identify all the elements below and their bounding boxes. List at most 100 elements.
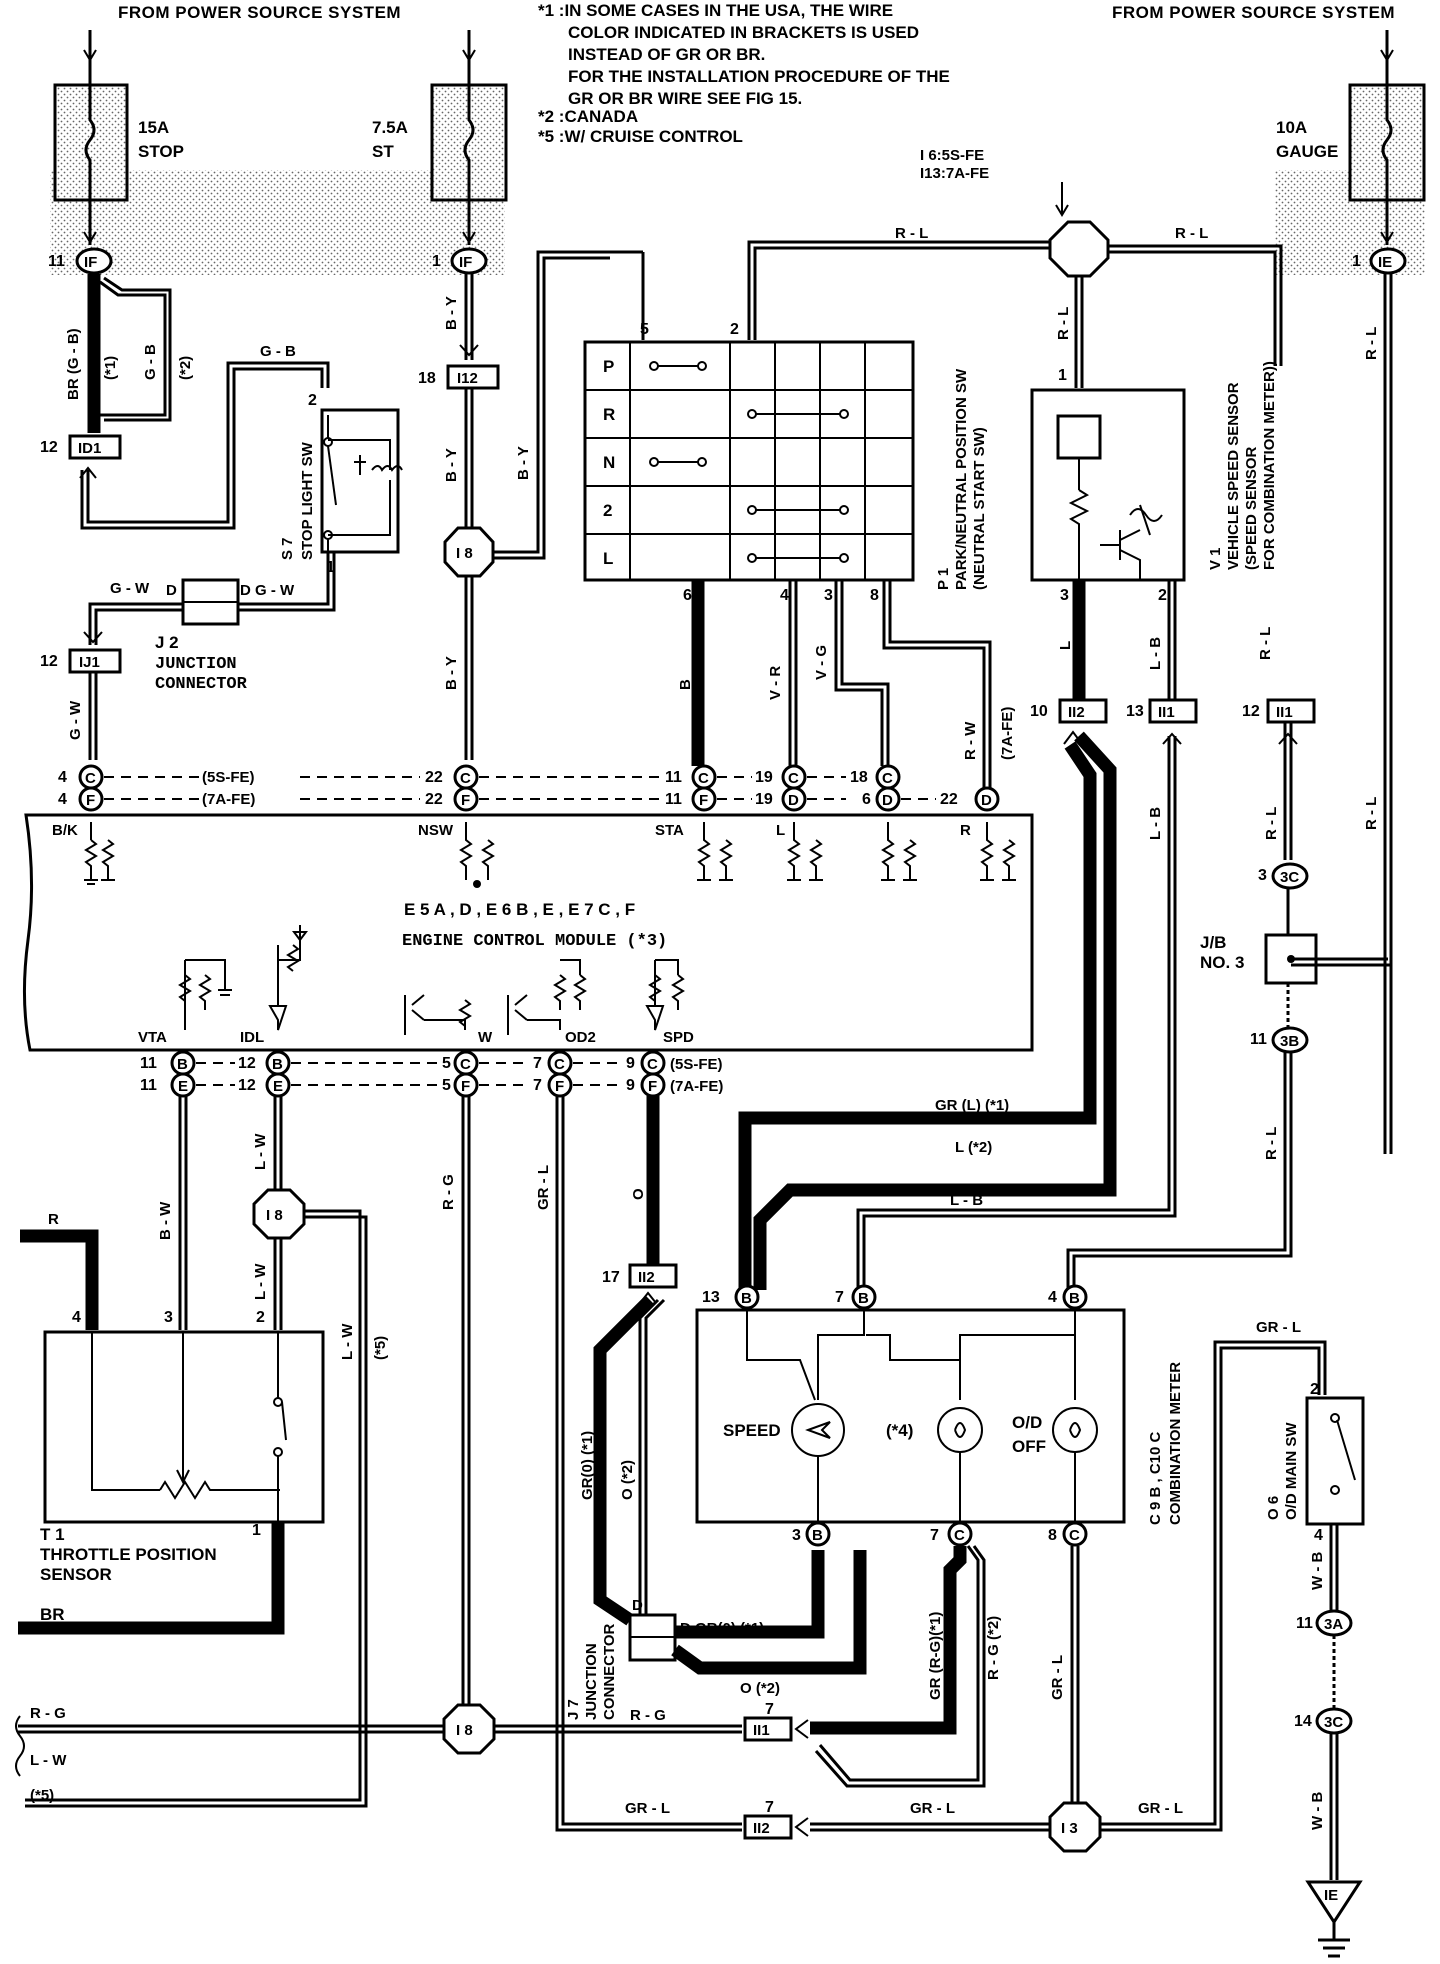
svg-text:D: D: [788, 792, 799, 809]
svg-text:(5S-FE): (5S-FE): [202, 769, 255, 786]
wire-label: L: [1057, 641, 1074, 650]
wire-label: L - W: [30, 1752, 67, 1769]
svg-text:6: 6: [862, 791, 871, 808]
wire-label: W - B: [1309, 1792, 1326, 1830]
svg-text:7: 7: [835, 1289, 844, 1306]
svg-text:C: C: [1069, 1527, 1080, 1544]
svg-text:3C: 3C: [1280, 869, 1299, 886]
wire-gb-double: [103, 276, 172, 422]
row-label: 2: [603, 501, 612, 520]
wire-label: L - W: [252, 1263, 269, 1300]
combination-meter: 13 B 7 B 4 B SPEED (*4) O/D OFF C 9 B , …: [695, 1284, 1184, 1547]
splice-i8-top: I 8: [443, 526, 495, 578]
svg-text:OD2: OD2: [565, 1029, 596, 1046]
wire-label: O (*2): [740, 1680, 780, 1697]
svg-text:B: B: [177, 1056, 188, 1073]
svg-text:D: D: [981, 792, 992, 809]
ecm-title: ENGINE CONTROL MODULE (*3): [402, 932, 667, 951]
row-label: R: [603, 405, 615, 424]
svg-text:1: 1: [432, 253, 441, 270]
svg-text:STA: STA: [655, 822, 684, 839]
svg-text:(7A-FE): (7A-FE): [670, 1078, 723, 1095]
wire-dgw-2: [238, 552, 330, 606]
svg-text:O/D MAIN SW: O/D MAIN SW: [1283, 1422, 1300, 1520]
svg-text:C: C: [698, 770, 709, 787]
svg-text:L: L: [776, 822, 785, 839]
svg-text:7: 7: [533, 1055, 542, 1072]
svg-text:B: B: [858, 1290, 869, 1307]
svg-text:22: 22: [425, 791, 443, 808]
wire-label: (*2): [177, 356, 194, 380]
svg-text:22: 22: [425, 769, 443, 786]
svg-text:THROTTLE POSITION: THROTTLE POSITION: [40, 1545, 217, 1564]
svg-text:OFF: OFF: [1012, 1437, 1046, 1456]
jb-no3: J/B NO. 3: [1200, 275, 1393, 985]
wire-label: R - L: [1363, 327, 1380, 360]
wire-gb-return: [86, 361, 330, 524]
svg-text:IF: IF: [84, 254, 97, 271]
junction-octagon: [1048, 220, 1110, 278]
svg-text:D: D: [632, 1597, 643, 1614]
svg-text:4: 4: [58, 769, 67, 786]
wire-rl-top: [747, 240, 1060, 340]
svg-text:VEHICLE SPEED SENSOR: VEHICLE SPEED SENSOR: [1225, 382, 1242, 570]
svg-text:12: 12: [238, 1077, 256, 1094]
note-line: COLOR INDICATED IN BRACKETS IS USED: [568, 23, 919, 42]
wire-label: GR(0) (*1): [579, 1431, 596, 1500]
fuse-gauge: 10A GAUGE: [1276, 30, 1426, 245]
note-line: GR OR BR WIRE SEE FIG 15.: [568, 89, 802, 108]
svg-text:3: 3: [164, 1309, 173, 1326]
ecm-c-row: 4 C (5S-FE) 22 C 11 C 19 C 18 C: [58, 764, 901, 790]
svg-text:II2: II2: [638, 1269, 655, 1286]
svg-text:V 1: V 1: [1207, 547, 1224, 570]
svg-text:I 8: I 8: [456, 1722, 473, 1739]
svg-text:I 8: I 8: [266, 1207, 283, 1224]
wire-label: L - W: [339, 1323, 356, 1360]
svg-text:4: 4: [780, 587, 789, 604]
connector-ij1: 12 IJ1: [40, 648, 122, 674]
ecm-bf-row: 11 E 12 E 5 F 7 F 9 F (7A-FE): [140, 1072, 723, 1098]
wire-rg: [494, 1724, 742, 1734]
svg-text:11: 11: [140, 1055, 157, 1072]
connector-ie-gauge: 1 IE: [1352, 247, 1407, 275]
svg-text:C: C: [882, 770, 893, 787]
svg-text:O 6: O 6: [1265, 1496, 1282, 1520]
svg-text:13: 13: [1126, 703, 1144, 720]
connector-ii1-right: 12 II1: [1242, 698, 1316, 724]
svg-text:B: B: [812, 1527, 823, 1544]
fuse-rating: 10A: [1276, 118, 1307, 137]
svg-text:3C: 3C: [1324, 1714, 1343, 1731]
svg-text:NSW: NSW: [418, 822, 454, 839]
svg-text:7: 7: [765, 1799, 774, 1816]
wire-rl-meter: [1066, 1052, 1287, 1290]
svg-text:F: F: [648, 1078, 657, 1095]
wire-gw: [88, 602, 183, 645]
wire-gb: [99, 280, 167, 417]
wire-vg: [834, 580, 884, 766]
wire-label: B - Y: [443, 656, 460, 690]
wire-label: R - L: [895, 225, 928, 242]
wire-label: R - L: [1363, 797, 1380, 830]
wire-label: BR: [40, 1605, 65, 1624]
svg-text:10: 10: [1030, 703, 1048, 720]
fuse-rating: 15A: [138, 118, 169, 137]
wire-label: G - B: [260, 343, 296, 360]
svg-text:B: B: [1069, 1290, 1080, 1307]
svg-text:4: 4: [72, 1309, 81, 1326]
svg-text:SENSOR: SENSOR: [40, 1565, 112, 1584]
svg-text:12: 12: [238, 1055, 256, 1072]
wire-r: [20, 1229, 99, 1330]
svg-text:SPEED: SPEED: [723, 1421, 781, 1440]
wire-label: GR - L: [625, 1800, 670, 1817]
park-neutral-switch: P R N 2 L P 1 PARK/NEUTRAL POSITION SW (…: [583, 340, 988, 590]
svg-text:7: 7: [765, 1701, 774, 1718]
wire-label: GR (L) (*1): [935, 1097, 1009, 1114]
svg-text:4: 4: [58, 791, 67, 808]
wire-gw-2: [94, 608, 183, 645]
svg-text:IE: IE: [1324, 1887, 1338, 1904]
svg-text:17: 17: [602, 1269, 620, 1286]
svg-text:P 1: P 1: [935, 568, 952, 590]
svg-text:J 7: J 7: [565, 1699, 582, 1720]
wire-label: R - G: [30, 1705, 66, 1722]
svg-text:B/K: B/K: [52, 822, 78, 839]
